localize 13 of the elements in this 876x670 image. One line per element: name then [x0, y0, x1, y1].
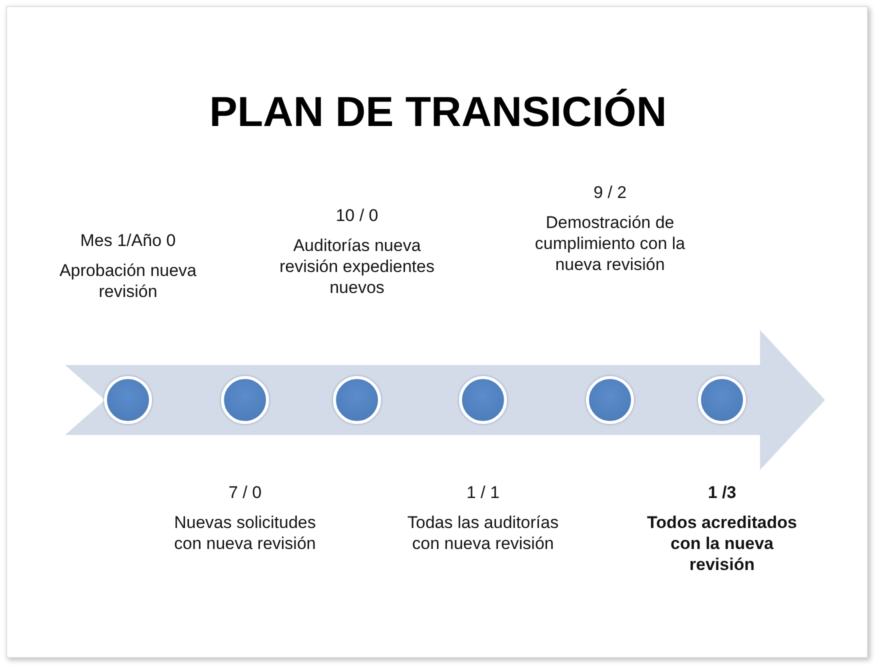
milestone-text: Auditorías nueva revisión expedientes nuevos	[278, 235, 436, 298]
milestone-text: Todas las auditorías con nueva revisión	[406, 512, 560, 554]
date-label: Mes 1/Año 0	[79, 230, 177, 251]
date-label: 9 / 2	[592, 182, 628, 203]
date-label: 10 / 0	[334, 205, 380, 226]
date-label: 1 / 1	[465, 482, 501, 503]
milestone-text: Aprobación nueva revisión	[58, 260, 198, 302]
milestone-text: Demostración de cumplimiento con la nueva revisión	[534, 212, 686, 275]
date-label: 1 /3	[706, 482, 738, 503]
milestone-text: Nuevas solicitudes con nueva revisión	[173, 512, 317, 554]
milestone-text: Todos acreditados con la nueva revisión	[646, 512, 798, 575]
title: PLAN DE TRANSICIÓN	[208, 88, 668, 136]
date-label: 7 / 0	[227, 482, 263, 503]
